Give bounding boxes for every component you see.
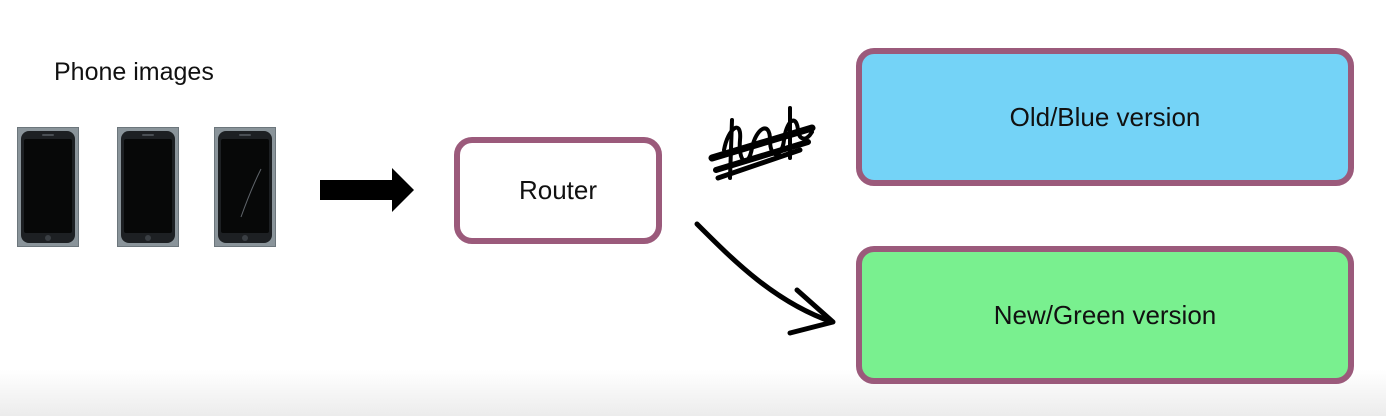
phone-image-3 [214,127,276,247]
phones-to-router-arrow [320,168,414,212]
phones-title: Phone images [54,58,214,86]
new-version-label: New/Green version [993,299,1217,330]
crossed-out-scribble [708,106,816,181]
router-label: Router [518,175,598,205]
router-to-green-arrow [694,221,836,336]
old-blue-version-box: Old/Blue version [856,48,1354,186]
phone-image-1 [17,127,79,247]
router-box: Router [454,137,662,244]
phone-image-2 [117,127,179,247]
old-version-label: Old/Blue version [1009,101,1201,132]
new-green-version-box: New/Green version [856,246,1354,384]
